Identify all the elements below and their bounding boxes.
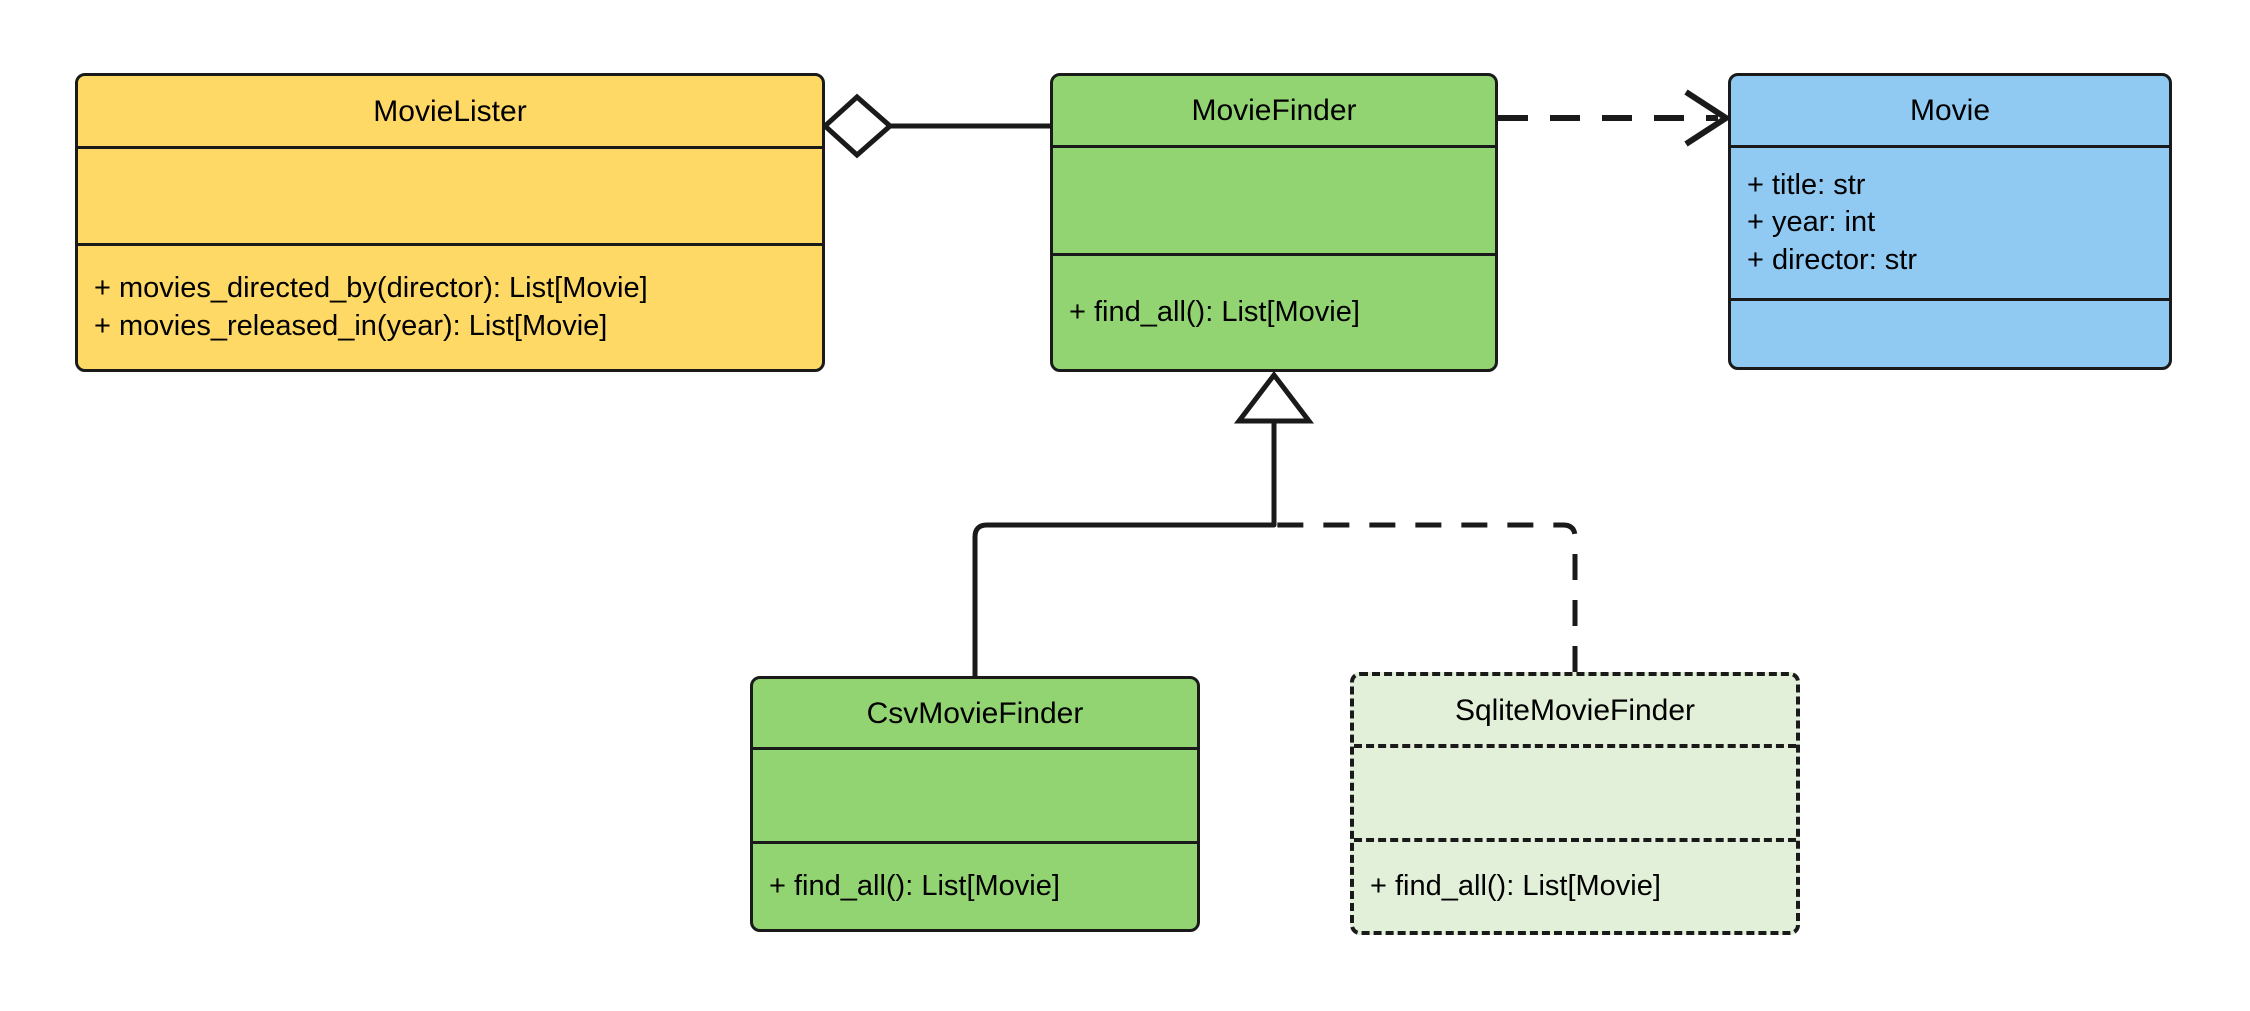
class-name-compartment: Movie: [1731, 76, 2169, 145]
class-box-movielister[interactable]: MovieLister + movies_directed_by(directo…: [75, 73, 825, 372]
method-item: + find_all(): List[Movie]: [1370, 869, 1661, 902]
class-box-movie[interactable]: Movie + title: str + year: int + directo…: [1728, 73, 2172, 370]
method-item: + find_all(): List[Movie]: [769, 869, 1060, 902]
attributes-compartment: [78, 146, 822, 243]
attributes-compartment: [753, 747, 1197, 841]
attribute-item: + year: int: [1747, 206, 1876, 239]
class-name-label: MovieLister: [373, 94, 527, 128]
attributes-compartment: [1053, 145, 1495, 253]
class-name-label: MovieFinder: [1191, 94, 1357, 127]
class-box-moviefinder[interactable]: MovieFinder + find_all(): List[Movie]: [1050, 73, 1498, 372]
hollow-diamond-icon: [821, 93, 894, 159]
class-box-csvmoviefinder[interactable]: CsvMovieFinder + find_all(): List[Movie]: [750, 676, 1200, 932]
hollow-triangle-icon: [1233, 370, 1315, 424]
open-arrow-icon: [1684, 89, 1732, 147]
methods-compartment: + movies_directed_by(director): List[Mov…: [78, 243, 822, 369]
class-name-compartment: SqliteMovieFinder: [1354, 676, 1796, 744]
attributes-compartment: [1354, 744, 1796, 838]
methods-compartment: + find_all(): List[Movie]: [1053, 253, 1495, 369]
method-item: + movies_released_in(year): List[Movie]: [94, 309, 608, 342]
class-box-sqlitemoviefinder[interactable]: SqliteMovieFinder + find_all(): List[Mov…: [1350, 672, 1800, 935]
methods-compartment: [1731, 298, 2169, 367]
attributes-compartment: + title: str + year: int + director: str: [1731, 145, 2169, 298]
attribute-item: + title: str: [1747, 169, 1866, 202]
inheritance-line-dashed: [1274, 522, 1578, 672]
class-name-compartment: CsvMovieFinder: [753, 679, 1197, 747]
method-item: + movies_directed_by(director): List[Mov…: [94, 272, 648, 305]
methods-compartment: + find_all(): List[Movie]: [753, 841, 1197, 929]
method-item: + find_all(): List[Movie]: [1069, 295, 1360, 328]
methods-compartment: + find_all(): List[Movie]: [1354, 838, 1796, 931]
inheritance-csvmoviefinder-moviefinder[interactable]: [972, 370, 1315, 676]
dependency-moviefinder-movie[interactable]: [1498, 89, 1732, 147]
attribute-item: + director: str: [1747, 243, 1918, 276]
inheritance-line-solid: [972, 421, 1277, 676]
class-name-label: CsvMovieFinder: [866, 696, 1084, 730]
class-name-label: SqliteMovieFinder: [1454, 693, 1696, 727]
class-name-compartment: MovieLister: [78, 76, 822, 146]
class-name-compartment: MovieFinder: [1053, 76, 1495, 145]
aggregation-movielister-moviefinder[interactable]: [821, 93, 1050, 159]
class-name-label: Movie: [1909, 94, 1991, 127]
inheritance-sqlitemoviefinder-moviefinder[interactable]: [1274, 522, 1578, 672]
